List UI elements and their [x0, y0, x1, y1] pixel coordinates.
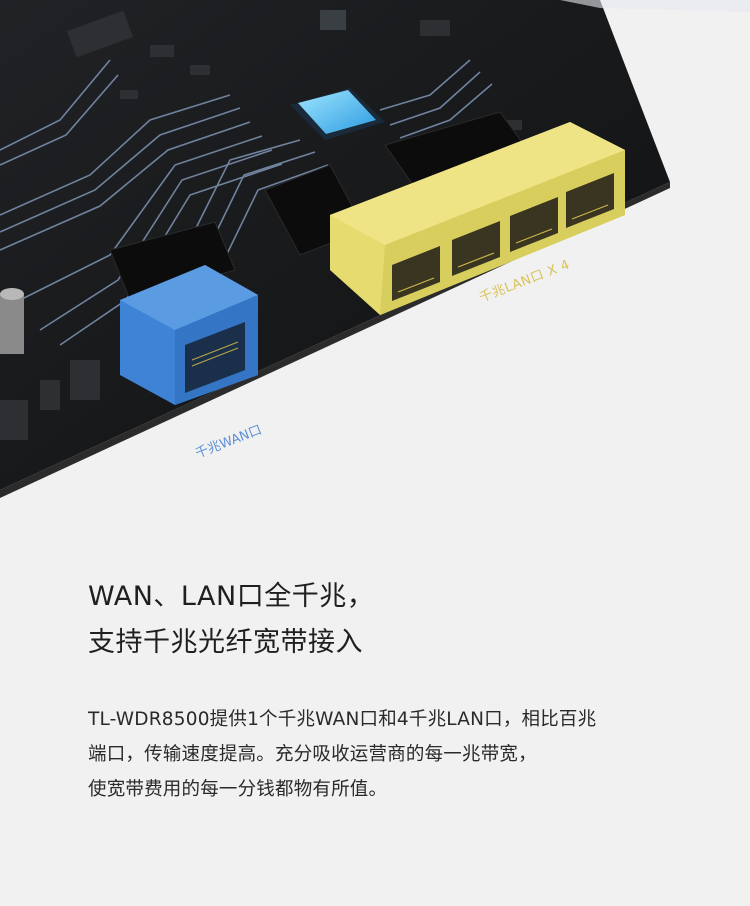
capacitor [0, 288, 24, 354]
small-components [0, 10, 522, 440]
feature-headline: WAN、LAN口全千兆， 支持千兆光纤宽带接入 [88, 574, 688, 666]
circuit-traces [0, 59, 493, 346]
router-board-illustration: 千兆LAN口 X 4 千兆WAN口 [0, 0, 670, 498]
circuit-board-graphic [0, 0, 670, 498]
feature-description: TL-WDR8500提供1个千兆WAN口和4千兆LAN口，相比百兆 端口，传输速… [88, 702, 688, 807]
lan-ports-block [330, 122, 625, 315]
headline-line-1: WAN、LAN口全千兆， [88, 581, 375, 612]
processor-chip [290, 88, 385, 140]
description-line-3: 使宽带费用的每一分钱都物有所值。 [88, 779, 388, 800]
headline-line-2: 支持千兆光纤宽带接入 [88, 627, 363, 658]
description-line-1: TL-WDR8500提供1个千兆WAN口和4千兆LAN口，相比百兆 [88, 709, 597, 730]
ic-block [109, 221, 236, 301]
wan-port-block [120, 265, 258, 405]
description-line-2: 端口，传输速度提高。充分吸收运营商的每一兆带宽， [88, 744, 537, 765]
feature-copy: WAN、LAN口全千兆， 支持千兆光纤宽带接入 TL-WDR8500提供1个千兆… [88, 574, 688, 807]
